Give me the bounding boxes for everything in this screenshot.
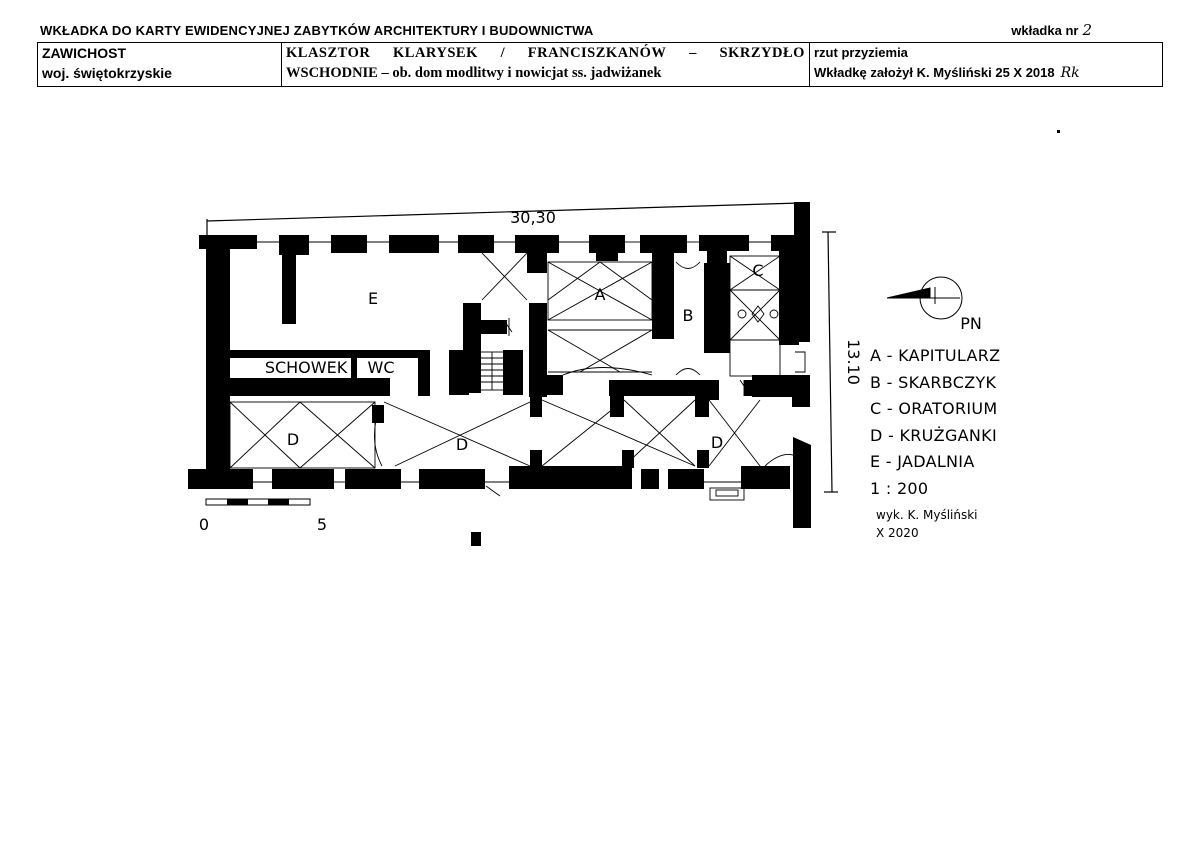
drawing-type: rzut przyziemia (814, 45, 908, 60)
sheet-number-label: wkładka nr (1011, 23, 1079, 38)
scale-bar-end: 5 (317, 515, 327, 534)
object-title-line2: WSCHODNIE – ob. dom modlitwy i nowicjat … (286, 65, 662, 81)
room-label-schowek: SCHOWEK (265, 358, 348, 377)
width-dimension (822, 231, 838, 493)
sheet-number-value: 2 (1082, 21, 1092, 39)
room-label-a: A (595, 285, 606, 304)
width-dimension-label: 13.10 (844, 339, 863, 385)
author-name: wyk. K. Myśliński (876, 508, 978, 522)
length-dimension-label: 30,30 (510, 208, 556, 227)
room-label-d-east: D (711, 433, 723, 452)
object-title-line1: KLASZTOR KLARYSEK / FRANCISZKANÓW – SKRZ… (286, 45, 805, 61)
scale-bar-start: 0 (199, 515, 209, 534)
room-label-e: E (368, 289, 378, 308)
legend-item-a: A - KAPITULARZ (870, 346, 1001, 365)
legend-item-c: C - ORATORIUM (870, 399, 998, 418)
walls (188, 202, 811, 528)
room-labels: A B C D D D E SCHOWEK WC (265, 261, 764, 454)
north-arrow-label: PN (960, 314, 982, 333)
drawing-info-cell: rzut przyziemia Wkładkę założył K. Myśli… (809, 42, 1163, 87)
legend-item-d: D - KRUŻGANKI (870, 425, 997, 445)
legend-item-e: E - JADALNIA (870, 452, 975, 471)
stray-marks (471, 130, 1060, 546)
vault-lines (229, 241, 806, 501)
room-label-b: B (683, 306, 694, 325)
location-cell: ZAWICHOST woj. świętokrzyskie (37, 42, 282, 87)
legend-scale: 1 : 200 (870, 478, 929, 498)
length-dimension (206, 202, 801, 236)
location-name: ZAWICHOST (42, 45, 126, 61)
region-name: woj. świętokrzyskie (42, 65, 172, 81)
room-label-c: C (752, 261, 763, 280)
legend: A - KAPITULARZ B - SKARBCZYK C - ORATORI… (870, 343, 1000, 502)
header-table: ZAWICHOST woj. świętokrzyskie KLASZTOR K… (37, 42, 1163, 87)
document-title: WKŁADKA DO KARTY EWIDENCYJNEJ ZABYTKÓW A… (40, 23, 594, 38)
author-date: X 2020 (876, 526, 919, 540)
room-label-d-center: D (456, 435, 468, 454)
drawing-author: wyk. K. Myśliński X 2020 (876, 506, 978, 542)
room-label-wc: WC (368, 358, 395, 377)
room-label-d-west: D (287, 430, 299, 449)
north-arrow-icon (886, 276, 963, 320)
object-cell: KLASZTOR KLARYSEK / FRANCISZKANÓW – SKRZ… (281, 42, 810, 87)
signature-mark: Rk (1060, 65, 1080, 81)
stairs-icon (479, 351, 505, 391)
scale-bar (205, 498, 311, 506)
legend-item-b: B - SKARBCZYK (870, 372, 997, 392)
